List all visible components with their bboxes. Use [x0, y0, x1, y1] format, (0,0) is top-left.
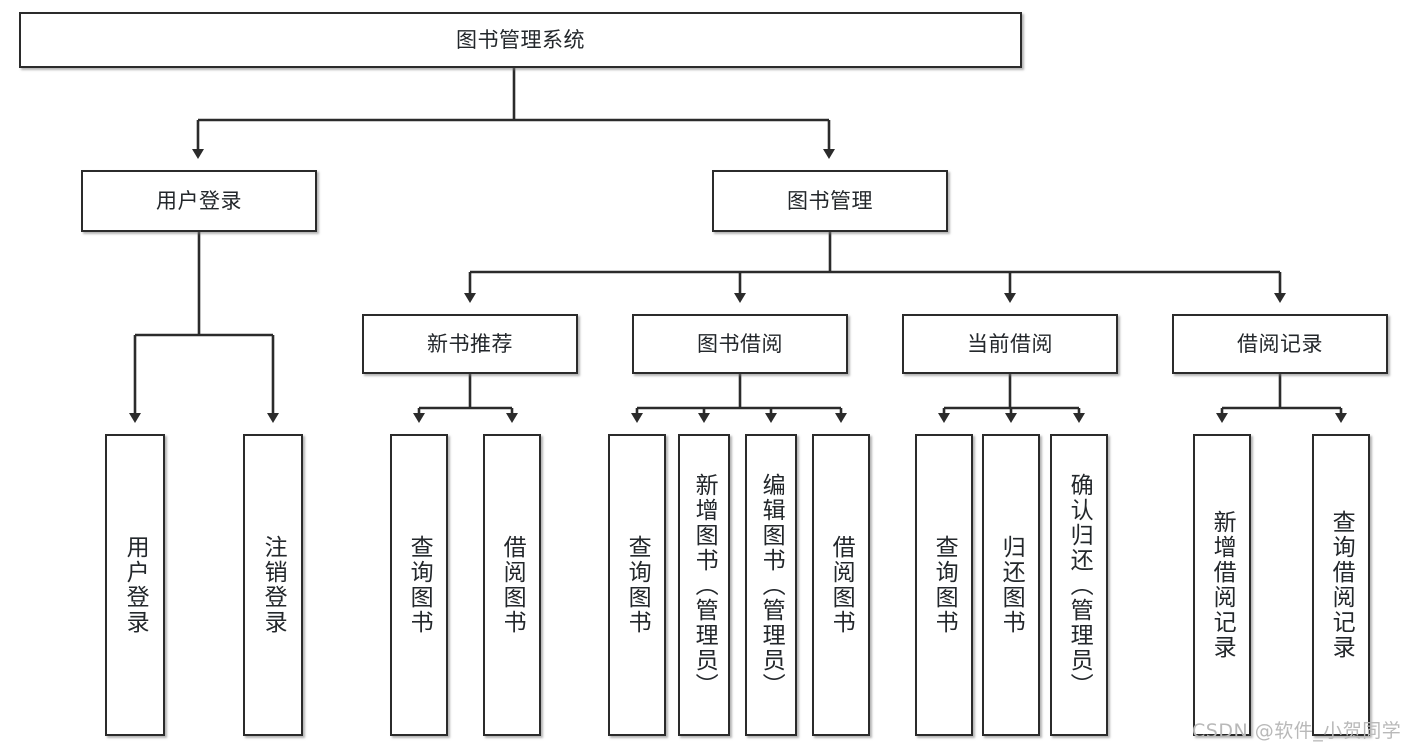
node-user-login[interactable]: 用户登录 — [81, 170, 317, 232]
node-leaf-query-book-2-label: 查询图书 — [624, 535, 651, 635]
node-new-book-recommend-label: 新书推荐 — [427, 331, 513, 356]
node-leaf-query-book-2[interactable]: 查询图书 — [608, 434, 666, 736]
node-leaf-query-book-1-label: 查询图书 — [406, 535, 433, 635]
node-leaf-logout-login-label: 注销登录 — [260, 535, 287, 635]
node-leaf-add-book-admin-label: 新增图书（管理员） — [691, 472, 718, 698]
node-new-book-recommend[interactable]: 新书推荐 — [362, 314, 578, 374]
node-book-manage-label: 图书管理 — [787, 188, 873, 213]
node-leaf-borrow-book-2-label: 借阅图书 — [828, 535, 855, 635]
node-leaf-query-book-1[interactable]: 查询图书 — [390, 434, 448, 736]
node-leaf-confirm-return-admin-label: 确认归还（管理员） — [1066, 472, 1093, 698]
node-leaf-return-book[interactable]: 归还图书 — [982, 434, 1040, 736]
node-leaf-add-borrow-record-label: 新增借阅记录 — [1209, 510, 1236, 660]
node-leaf-add-book-admin[interactable]: 新增图书（管理员） — [678, 434, 730, 736]
node-leaf-confirm-return-admin[interactable]: 确认归还（管理员） — [1050, 434, 1108, 736]
node-borrow-record[interactable]: 借阅记录 — [1172, 314, 1388, 374]
node-leaf-borrow-book-2[interactable]: 借阅图书 — [812, 434, 870, 736]
node-leaf-add-borrow-record[interactable]: 新增借阅记录 — [1193, 434, 1251, 736]
node-leaf-query-book-3[interactable]: 查询图书 — [915, 434, 973, 736]
node-current-borrow[interactable]: 当前借阅 — [902, 314, 1118, 374]
node-leaf-user-login[interactable]: 用户登录 — [105, 434, 165, 736]
csdn-watermark: CSDN @软件_小贺同学 — [1192, 720, 1402, 742]
node-current-borrow-label: 当前借阅 — [967, 331, 1053, 356]
node-leaf-edit-book-admin-label: 编辑图书（管理员） — [758, 472, 785, 698]
node-leaf-edit-book-admin[interactable]: 编辑图书（管理员） — [745, 434, 797, 736]
node-leaf-logout-login[interactable]: 注销登录 — [243, 434, 303, 736]
node-leaf-return-book-label: 归还图书 — [998, 535, 1025, 635]
node-leaf-user-login-label: 用户登录 — [122, 535, 149, 635]
node-leaf-borrow-book-1-label: 借阅图书 — [499, 535, 526, 635]
node-root-label: 图书管理系统 — [456, 27, 585, 52]
node-book-manage[interactable]: 图书管理 — [712, 170, 948, 232]
node-book-borrow[interactable]: 图书借阅 — [632, 314, 848, 374]
node-root[interactable]: 图书管理系统 — [19, 12, 1022, 68]
node-leaf-query-borrow-record-label: 查询借阅记录 — [1328, 510, 1355, 660]
node-leaf-query-book-3-label: 查询图书 — [931, 535, 958, 635]
node-user-login-label: 用户登录 — [156, 188, 242, 213]
node-book-borrow-label: 图书借阅 — [697, 331, 783, 356]
node-borrow-record-label: 借阅记录 — [1237, 331, 1323, 356]
node-leaf-query-borrow-record[interactable]: 查询借阅记录 — [1312, 434, 1370, 736]
node-leaf-borrow-book-1[interactable]: 借阅图书 — [483, 434, 541, 736]
